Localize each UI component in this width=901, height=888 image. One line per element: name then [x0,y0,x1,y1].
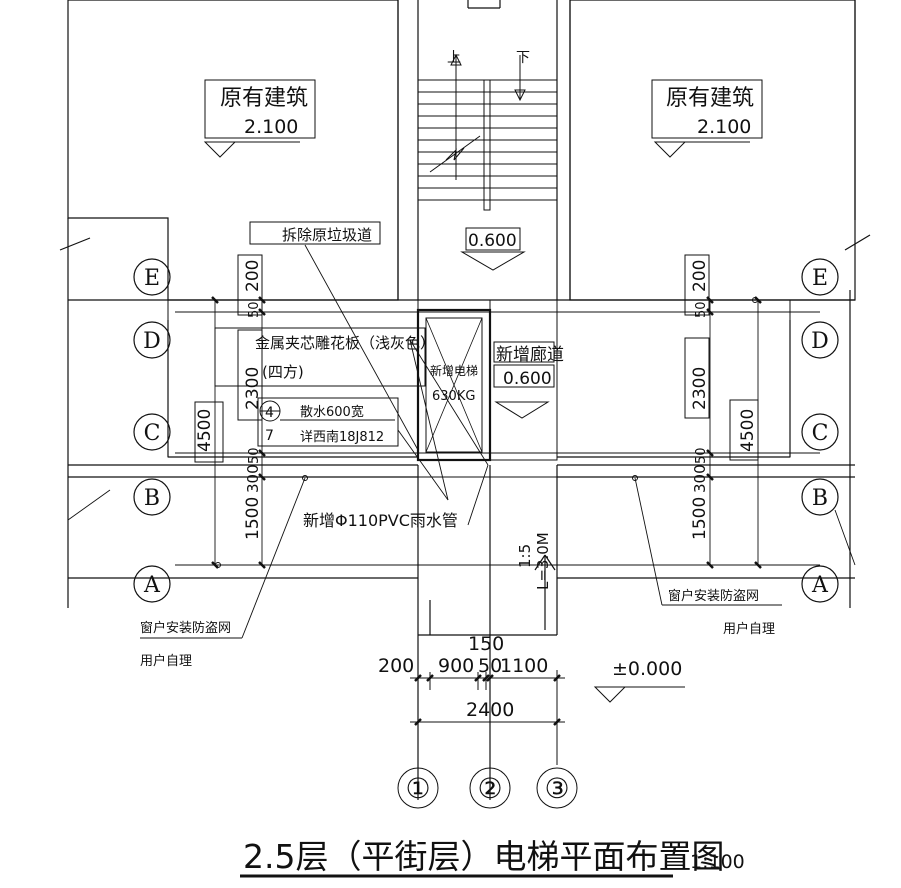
label-elev-right: 2.100 [697,116,751,138]
label-stair-down: 下 [516,50,530,66]
axis-lines [175,299,820,566]
label-ramp-length: L=3.0M [534,532,552,590]
label-ground-elev: ±0.000 [612,658,682,680]
label-stair-landing: 0.600 [468,231,517,251]
dim-left-50-bottom: 50 [247,447,262,464]
grid-row-B-right: B [812,486,828,511]
label-remove-chute: 拆除原垃圾道 [282,226,372,244]
column-axis [397,670,578,809]
label-new-corridor: 新增廊道 [496,345,564,365]
label-new-elevator: 新增电梯 [430,363,478,378]
dim-left-2300: 2300 [243,367,263,410]
grid-row-D-right: D [811,329,829,354]
label-ramp-slope: 1:5 [516,544,534,568]
label-self-manage-right: 用户自理 [723,621,775,637]
dim-left-200: 200 [243,260,263,292]
label-window-net-right: 窗户安装防盗网 [668,588,759,604]
dim-right-200: 200 [690,260,710,292]
label-stair-up: 上 [447,50,461,66]
new-elevator-shaft [416,308,492,462]
grid-row-A-right: A [811,573,829,598]
leader-lines [67,244,856,639]
dim-bottom-50: 50 [478,655,502,677]
dim-right-1500: 1500 [690,497,710,540]
dim-right-4500: 4500 [738,409,758,452]
label-apron-num: 4 [265,405,274,421]
stair [418,53,557,211]
grid-bubbles-right [801,258,839,603]
grid-col-2: ② [477,772,502,805]
label-self-manage-left: 用户自理 [140,653,192,669]
label-apron-ref: 详西南18J812 [300,429,384,445]
label-corridor-elev: 0.600 [503,369,552,389]
dim-bottom-2400: 2400 [466,699,514,721]
dim-bottom-900: 900 [438,655,474,677]
label-window-net-left: 窗户安装防盗网 [140,620,231,636]
grid-bubbles-left [133,258,171,603]
drawing-title: 2.5层（平街层）电梯平面布置图 [243,837,724,876]
grid-row-E-right: E [812,266,828,291]
dim-left-1500: 1500 [243,497,263,540]
dim-left-50-top: 50 [247,301,262,318]
label-metal-panel-2: (四方) [262,363,304,381]
label-existing-building-right: 原有建筑 [666,86,754,111]
elevation-markers [203,141,750,703]
grid-row-C-right: C [812,421,829,446]
label-elev-left: 2.100 [244,116,298,138]
label-apron-num2: 7 [265,428,274,444]
dim-right-300: 300 [691,464,709,493]
grid-row-E-left: E [144,266,160,291]
grid-row-C-left: C [144,421,161,446]
grid-row-B-left: B [144,486,160,511]
grid-row-D-left: D [143,329,161,354]
grid-col-1: ① [405,772,430,805]
label-new-pipe: 新增Φ110PVC雨水管 [303,511,458,530]
label-elevator-capacity: 630KG [432,389,475,404]
label-apron: 散水600宽 [300,404,364,420]
dim-left-300: 300 [244,464,262,493]
dim-bottom-150: 150 [468,633,504,655]
dim-right-50-top: 50 [694,301,709,318]
drawing-scale: 1:100 [690,851,745,873]
label-existing-building-left: 原有建筑 [220,86,308,111]
dim-right-50-bottom: 50 [694,447,709,464]
dim-left-4500: 4500 [195,409,215,452]
dim-right-2300: 2300 [690,367,710,410]
grid-col-3: ③ [544,772,569,805]
dim-bottom-200: 200 [378,655,414,677]
dim-bottom-1100: 1100 [500,655,548,677]
label-metal-panel: 金属夹芯雕花板（浅灰色） [255,334,435,352]
grid-row-A-left: A [143,573,161,598]
